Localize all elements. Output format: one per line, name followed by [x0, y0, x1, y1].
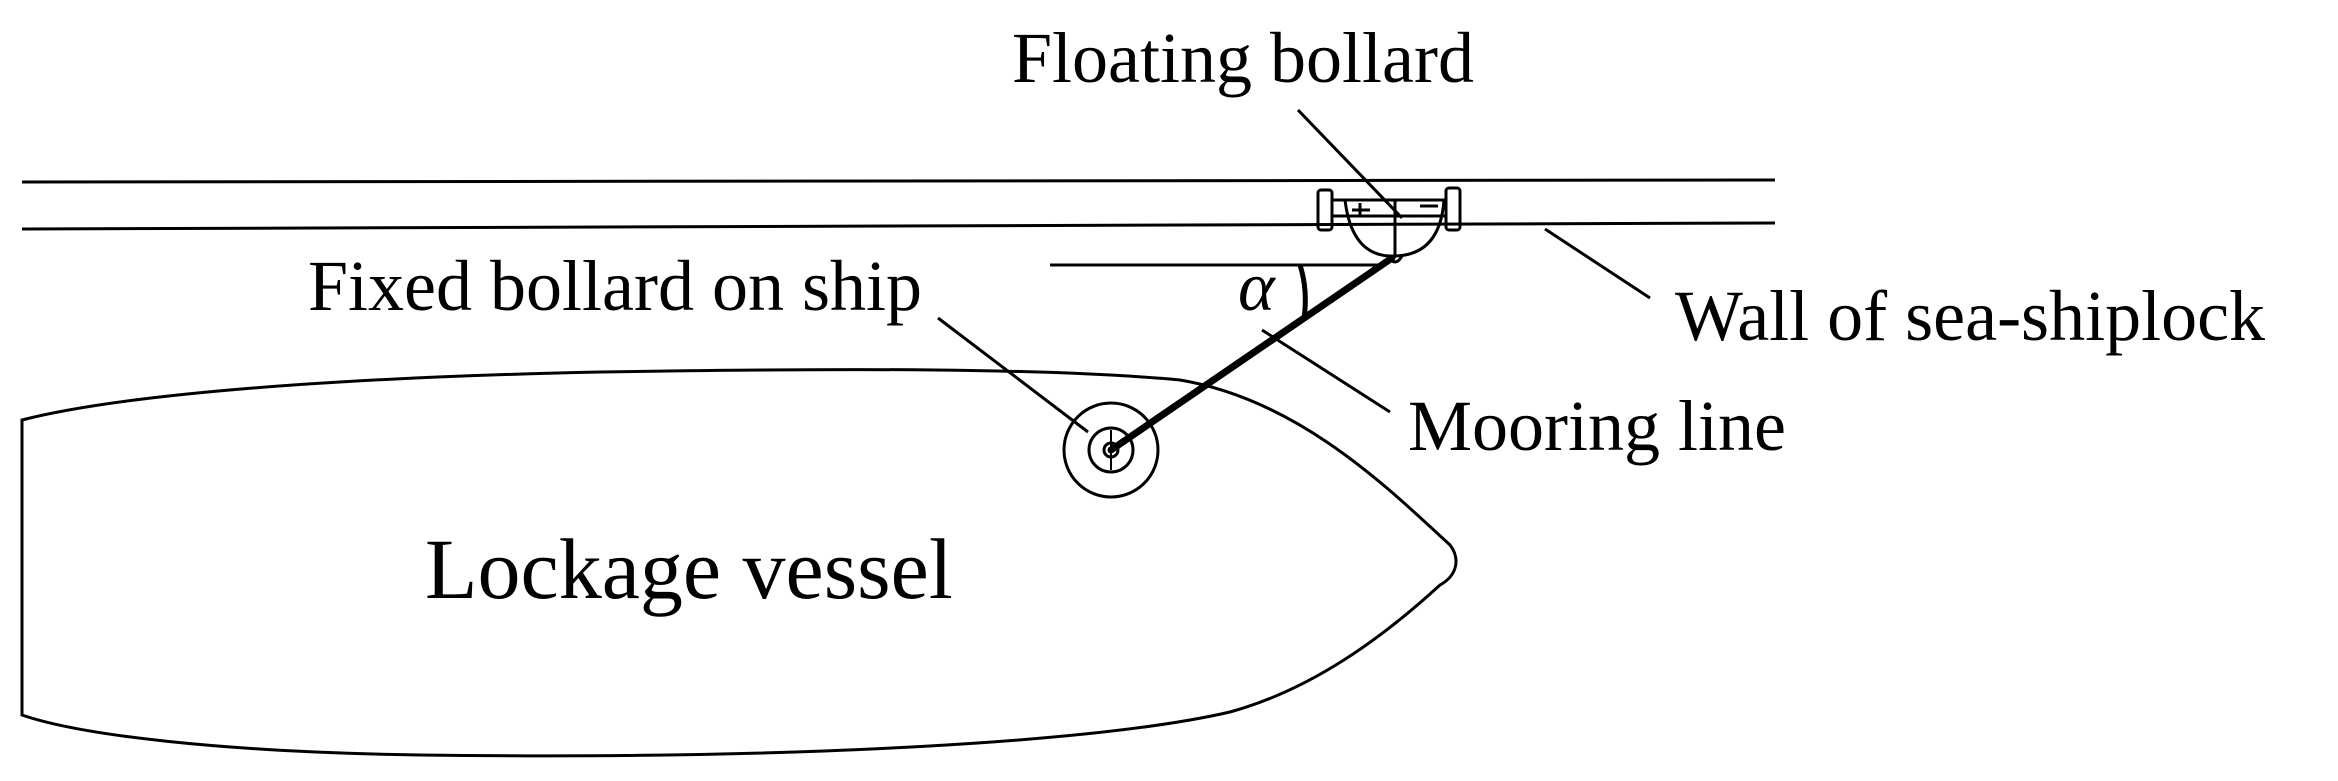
fixed-bollard [1062, 401, 1160, 499]
wall-top-line [21, 178, 1776, 184]
angle-label: α [1238, 249, 1276, 326]
leader-mooring-line [1261, 328, 1391, 414]
wall-label: Wall of sea-shiplock [1675, 276, 2265, 356]
mooring-line [1107, 254, 1396, 454]
lock-wall [21, 178, 1776, 231]
leader-lines [937, 108, 1651, 434]
mooring-line-label: Mooring line [1408, 386, 1786, 466]
angle-arc [1297, 264, 1308, 320]
wall-bottom-line [21, 221, 1776, 231]
leader-fixed-bollard [937, 316, 1089, 434]
fixed-bollard-label: Fixed bollard on ship [308, 246, 922, 326]
leader-wall [1544, 227, 1651, 300]
vessel-label: Lockage vessel [425, 521, 953, 617]
vessel-hull [20, 368, 1458, 758]
floating-bollard-label: Floating bollard [1012, 18, 1474, 98]
floating-bollard [1316, 186, 1462, 264]
leader-floating-bollard [1296, 108, 1404, 220]
